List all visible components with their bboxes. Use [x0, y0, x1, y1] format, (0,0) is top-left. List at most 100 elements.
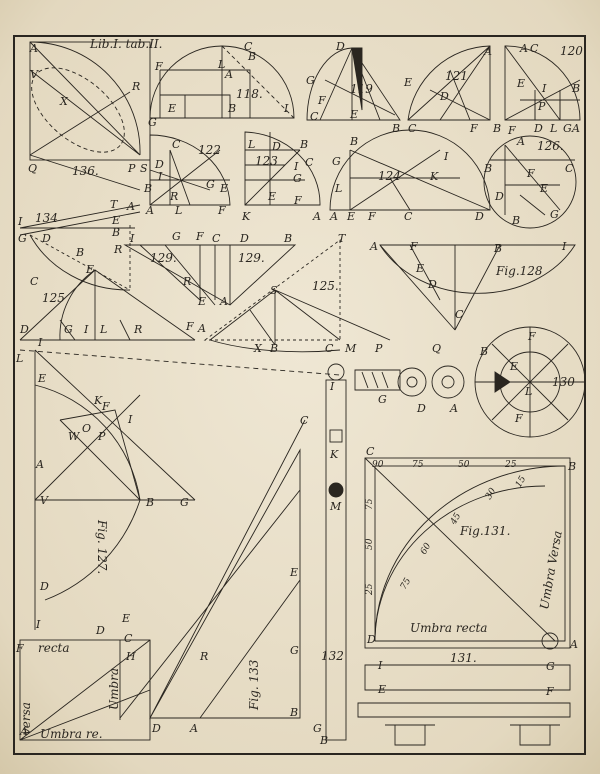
point-label-f134: A: [126, 200, 135, 213]
point-label-f130: A: [449, 402, 458, 415]
scale-top-value: 25: [504, 460, 517, 470]
fig-number-134: 134: [35, 211, 58, 225]
point-label-f122: L: [174, 204, 182, 217]
point-label-f132: F: [15, 642, 24, 655]
point-label-f134: B: [75, 246, 84, 259]
fig-126: [483, 135, 577, 229]
umbra-bottom-label: Umbra re.: [40, 727, 103, 741]
point-label-f131: C: [366, 445, 375, 458]
point-label-f133: C: [300, 414, 309, 427]
point-label-f124: D: [474, 210, 484, 223]
fig-131: [357, 457, 571, 746]
fig-number-122: 122: [198, 143, 221, 157]
point-label-f122: E: [219, 182, 228, 195]
point-label-f121: E: [403, 76, 412, 89]
point-label-f136: S: [140, 162, 148, 175]
point-label-f119: B: [391, 122, 400, 135]
point-label-f121: A: [483, 45, 492, 58]
point-label-f126: C: [565, 162, 574, 175]
fig-number-129a: 129.: [150, 251, 177, 265]
point-label-f126: A: [516, 135, 525, 148]
point-label-f120: G: [563, 122, 572, 135]
point-label-f131: I: [377, 659, 383, 672]
point-label-f133: B: [289, 706, 298, 719]
point-label-f134: E: [111, 214, 120, 227]
point-label-f136: V: [30, 68, 39, 81]
point-label-f125: I: [83, 323, 89, 336]
point-label-f125: G: [64, 323, 73, 336]
point-label-f133: A: [189, 722, 198, 735]
point-label-f134: C: [30, 275, 39, 288]
point-label-f127: I: [127, 413, 133, 426]
point-label-f119: F: [317, 94, 326, 107]
point-label-f126: F: [526, 167, 535, 180]
point-label-f118: A: [224, 68, 233, 81]
point-label-f126: G: [550, 208, 559, 221]
point-label-f127: I: [37, 336, 43, 349]
point-label-f127: F: [101, 400, 110, 413]
fig-number-125a: 125: [42, 291, 65, 305]
point-label-f120: E: [516, 77, 525, 90]
point-label-f118: E: [167, 102, 176, 115]
point-label-f136: Q: [28, 162, 37, 175]
point-label-f124: A: [329, 210, 338, 223]
fig-number-124: 124: [378, 169, 401, 183]
fig-119: [306, 47, 401, 121]
point-label-f123: K: [241, 210, 251, 223]
fig-134: [19, 204, 141, 291]
inscriptions: Umbra Versa Umbra recta recta versa Umbr…: [19, 530, 565, 741]
scale-top-value: 75: [412, 460, 424, 470]
point-label-f130: F: [527, 330, 536, 343]
point-label-f123: G: [293, 172, 302, 185]
recta-label: recta: [38, 641, 70, 655]
point-label-f133: I: [329, 380, 335, 393]
point-label-f121: B: [492, 122, 501, 135]
point-label-f130: G: [378, 393, 387, 406]
point-label-f129: C: [212, 232, 221, 245]
point-label-f131: F: [545, 685, 554, 698]
point-label-f124: L: [334, 182, 342, 195]
point-label-f131: G: [546, 660, 555, 673]
fig-120: [504, 45, 581, 121]
point-label-f133: G: [290, 644, 299, 657]
point-label-f126: B: [483, 162, 492, 175]
point-label-f127: I: [35, 618, 41, 631]
scale-top-value: 50: [458, 460, 470, 470]
point-label-f133: K: [329, 448, 339, 461]
point-label-f121: F: [469, 122, 478, 135]
point-label-f125: D: [19, 323, 29, 336]
scale-top-value: 90: [372, 460, 384, 470]
point-label-f133: C: [124, 632, 133, 645]
point-label-f120: A: [519, 42, 528, 55]
point-label-f127: D: [39, 580, 49, 593]
plate-border: [13, 35, 586, 755]
point-label-f122: C: [172, 138, 181, 151]
point-label-f136: A: [29, 42, 38, 55]
point-label-f134: B: [111, 226, 120, 239]
point-label-f133: M: [329, 500, 342, 513]
point-label-f124: A: [312, 210, 321, 223]
point-label-f122: A: [145, 204, 154, 217]
point-label-f129: G: [172, 230, 181, 243]
scale-left-value: 75: [365, 498, 375, 510]
point-label-f120: C: [530, 42, 539, 55]
point-label-f127: L: [15, 352, 23, 365]
fig-number-136: 136.: [72, 164, 99, 178]
point-label-f122: I: [157, 170, 163, 183]
point-label-f122: G: [206, 178, 215, 191]
fig-number-119: 119: [350, 82, 373, 96]
point-label-f126: E: [539, 182, 548, 195]
versa-label: versa: [19, 702, 33, 735]
point-label-f124: K: [429, 170, 439, 183]
fig-128: [379, 244, 576, 331]
point-label-f123: B: [299, 138, 308, 151]
point-label-f130: L: [524, 385, 532, 398]
point-label-f127: V: [40, 494, 49, 507]
point-label-f127: P: [97, 430, 106, 443]
point-label-f120: I: [541, 82, 547, 95]
point-label-f127: O: [82, 422, 91, 435]
staff: [325, 363, 347, 741]
point-label-f131: D: [366, 633, 376, 646]
fig-number-128: Fig.128: [495, 264, 543, 278]
